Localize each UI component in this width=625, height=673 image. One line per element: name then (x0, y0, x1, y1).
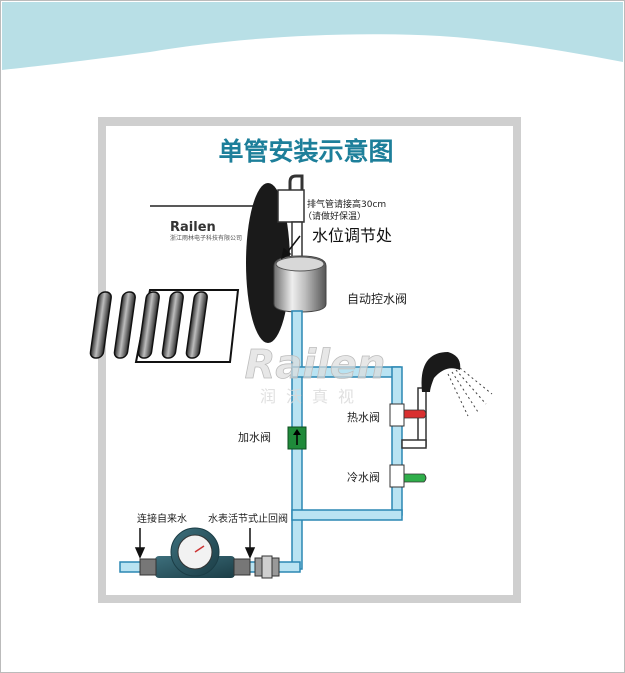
add-valve-icon (287, 426, 307, 450)
cold-valve-icon (389, 464, 427, 488)
watermark-text: 润沃真视 (260, 387, 364, 406)
label-add-valve: 加水阀 (238, 430, 271, 444)
label-hot-valve: 热水阀 (347, 410, 380, 424)
check-valve-icon (254, 555, 280, 579)
hot-valve-icon (389, 403, 427, 427)
shower-head (421, 352, 493, 417)
diagram-title: 单管安装示意图 (218, 137, 393, 166)
vacuum-tubes (89, 289, 240, 363)
top-banner (2, 2, 623, 70)
label-cold-valve: 冷水阀 (347, 470, 380, 484)
pointer-arrows (134, 235, 301, 559)
label-water-level: 水位调节处 (312, 226, 392, 245)
water-meter-icon (139, 527, 251, 578)
brand-company: 浙江雨林电子科技有限公司 (170, 234, 242, 242)
label-tap-water: 连接自来水 (137, 512, 187, 525)
watermark-logo: Railen (245, 342, 386, 388)
label-vent-pipe: 排气管请接高30cm (307, 198, 386, 210)
label-auto-valve: 自动控水阀 (347, 292, 407, 306)
brand-logo: Railen (170, 220, 216, 235)
label-vent-pipe-note: （请做好保温） (303, 210, 366, 222)
water-level-tank (273, 255, 327, 313)
label-check-valve: 水表活节式止回阀 (208, 512, 288, 525)
